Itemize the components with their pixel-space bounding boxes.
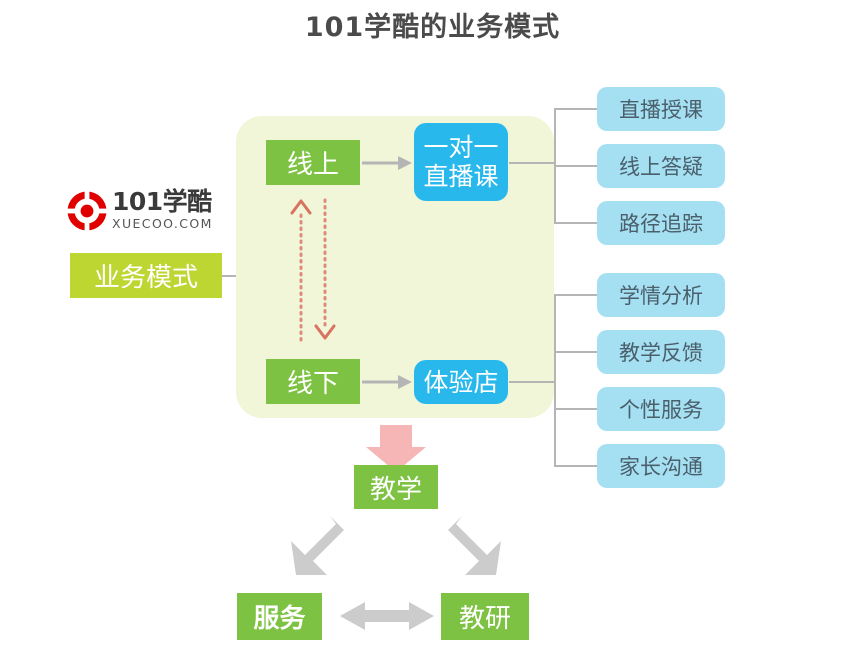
brand-logo: 101学酷 XUECOO.COM	[66, 188, 226, 244]
branch-offline-0[interactable]: 学情分析	[597, 273, 725, 317]
teaching-research-double-arrow	[448, 516, 501, 575]
node-service[interactable]: 服务	[237, 593, 322, 640]
page-title: 101学酷的业务模式	[304, 12, 561, 43]
service-research-double-arrow	[340, 602, 434, 630]
aperture-ring-icon	[66, 190, 108, 232]
node-experience-store[interactable]: 体验店	[414, 360, 508, 404]
branch-online-1[interactable]: 线上答疑	[597, 144, 725, 188]
node-teaching[interactable]: 教学	[354, 465, 438, 509]
node-business-model[interactable]: 业务模式	[70, 253, 222, 298]
branch-online-2[interactable]: 路径追踪	[597, 201, 725, 245]
branch-offline-1[interactable]: 教学反馈	[597, 330, 725, 374]
node-one-on-one-live-class[interactable]: 一对一 直播课	[414, 123, 508, 201]
service-teaching-double-arrow	[291, 516, 344, 575]
logo-wordmark: 101学酷	[112, 187, 212, 216]
node-offline[interactable]: 线下	[266, 359, 360, 404]
branch-online-0[interactable]: 直播授课	[597, 87, 725, 131]
node-research[interactable]: 教研	[441, 593, 529, 640]
branch-offline-3[interactable]: 家长沟通	[597, 444, 725, 488]
branch-offline-2[interactable]: 个性服务	[597, 387, 725, 431]
node-online[interactable]: 线上	[266, 140, 360, 185]
logo-domain: XUECOO.COM	[112, 216, 213, 231]
